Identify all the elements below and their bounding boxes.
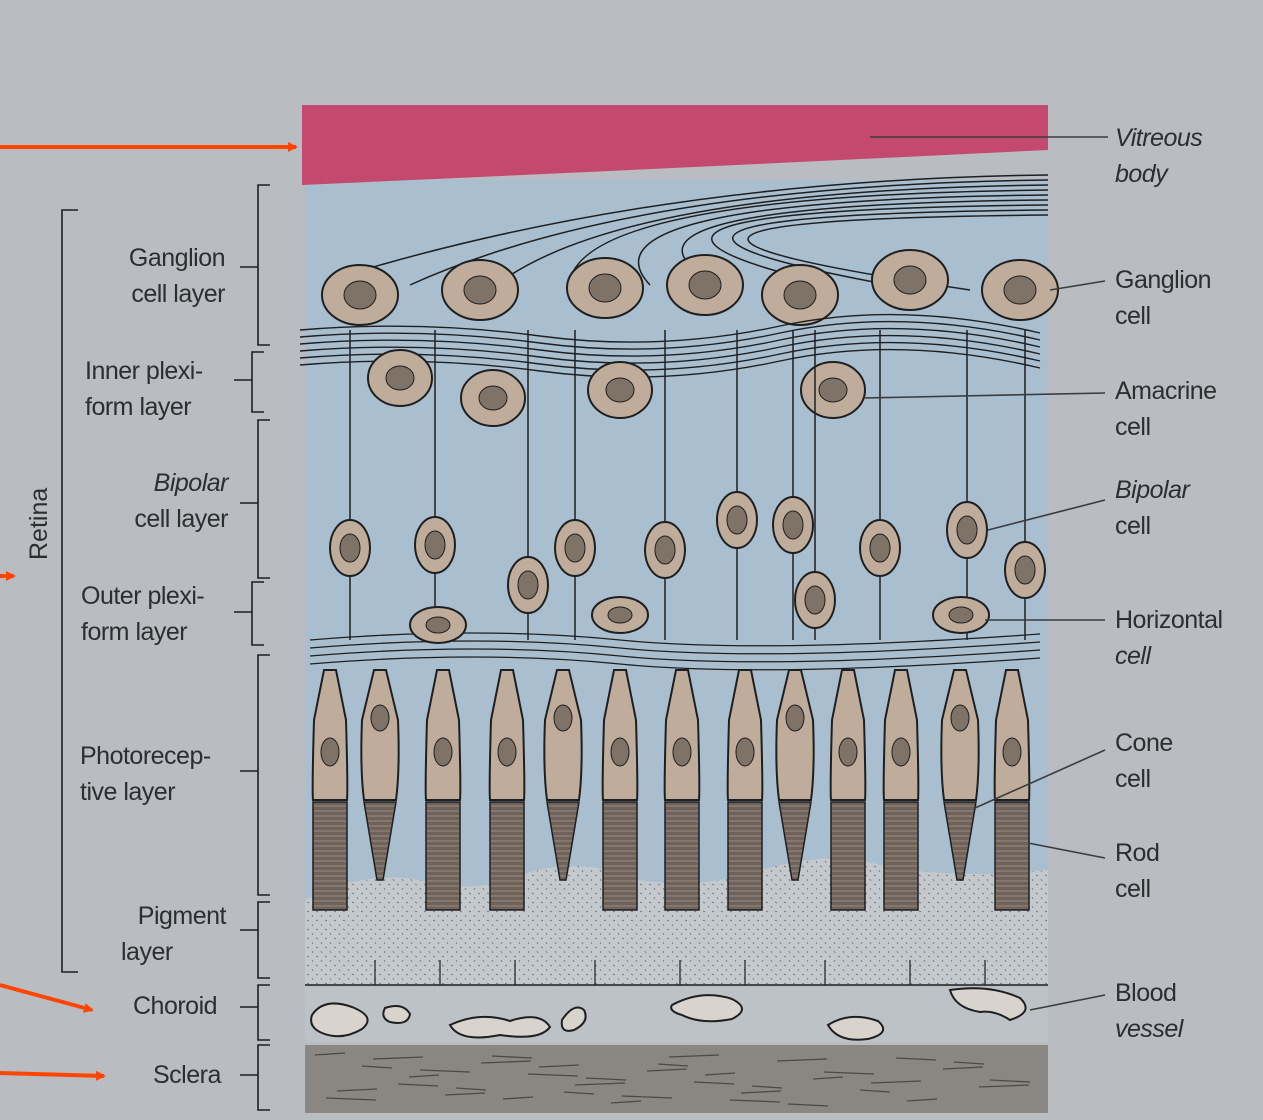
rod-outer-segment (426, 802, 460, 910)
bipolar-cell-nucleus (783, 511, 803, 539)
rod-cell-nucleus (611, 738, 629, 766)
sclera-arrow (0, 1073, 104, 1076)
blood-vessel-shape (383, 1006, 410, 1023)
photoreceptive-layer-bracket (258, 655, 270, 895)
rod-outer-segment (665, 802, 699, 910)
rod-cell-nucleus (892, 738, 910, 766)
bipolar-cell-nucleus (518, 571, 538, 599)
sclera-band (305, 1045, 1048, 1113)
outer-plexiform-bracket (252, 582, 264, 645)
ganglion-cell-nucleus (894, 266, 926, 294)
rod-outer-segment (728, 802, 762, 910)
ganglion-cell-nucleus (1004, 276, 1036, 304)
rod-cell-nucleus (498, 738, 516, 766)
outer-plexiform-layer-label: Outer plexi- form layer (81, 578, 204, 650)
bipolar-cell-nucleus (425, 531, 445, 559)
rod-outer-segment (884, 802, 918, 910)
cone-cell-nucleus (786, 705, 804, 731)
bipolar-layer-label: Bipolar cell layer (80, 465, 228, 537)
cone-cell-nucleus (371, 705, 389, 731)
bipolar-cell-nucleus (727, 506, 747, 534)
inner-plexiform-bracket (252, 352, 264, 412)
sclera-bracket (258, 1045, 270, 1110)
rod-outer-segment (490, 802, 524, 910)
cone-cell-nucleus (554, 705, 572, 731)
sclera-label: Sclera (153, 1057, 221, 1093)
choroid-arrow (0, 985, 92, 1010)
pigment-layer-bracket (258, 902, 270, 978)
bipolar-cell-nucleus (870, 534, 890, 562)
ganglion-layer-bracket (258, 185, 270, 345)
rod-cell-nucleus (736, 738, 754, 766)
bipolar-cell-nucleus (655, 536, 675, 564)
ganglion-cell-nucleus (344, 281, 376, 309)
rod-cell-label: Rod cell (1115, 835, 1159, 907)
bipolar-cell-nucleus (957, 516, 977, 544)
retina-label: Retina (21, 500, 57, 560)
bipolar-cell-nucleus (340, 534, 360, 562)
blood-vessel-label: Blood vessel (1115, 975, 1183, 1047)
amacrine-cell-nucleus (819, 378, 847, 402)
ganglion-layer-label: Ganglion cell layer (80, 240, 225, 312)
rod-outer-segment (831, 802, 865, 910)
vitreous-body-band (302, 105, 1048, 185)
ganglion-cell-label: Ganglion cell (1115, 262, 1211, 334)
bipolar-cell-label: Bipolar cell (1115, 472, 1189, 544)
horizontal-cell-nucleus (608, 607, 632, 623)
rod-cell-nucleus (673, 738, 691, 766)
amacrine-cell-nucleus (606, 378, 634, 402)
bipolar-cell-nucleus (1015, 556, 1035, 584)
pigment-layer-label: Pigment layer (95, 898, 226, 970)
amacrine-cell-nucleus (386, 366, 414, 390)
horizontal-cell-nucleus (426, 617, 450, 633)
rod-outer-segment (603, 802, 637, 910)
choroid-label: Choroid (133, 988, 217, 1024)
horizontal-cell-nucleus (949, 607, 973, 623)
amacrine-cell-label: Amacrine cell (1115, 373, 1217, 445)
photoreceptive-layer-label: Photorecep- tive layer (80, 738, 211, 810)
rod-cell-nucleus (1003, 738, 1021, 766)
bipolar-cell-nucleus (805, 586, 825, 614)
horizontal-cell-label: Horizontal cell (1115, 602, 1223, 674)
choroid-band (305, 987, 1048, 1042)
rod-cell-nucleus (839, 738, 857, 766)
blood-vessel-shape (450, 1017, 550, 1038)
amacrine-cell-nucleus (479, 386, 507, 410)
inner-plexiform-layer-label: Inner plexi- form layer (85, 353, 203, 425)
ganglion-cell-nucleus (689, 271, 721, 299)
ganglion-cell-nucleus (589, 274, 621, 302)
rod-cell-nucleus (321, 738, 339, 766)
rod-outer-segment (313, 802, 347, 910)
cone-cell-label: Cone cell (1115, 725, 1173, 797)
cone-cell-nucleus (951, 705, 969, 731)
bipolar-cell-nucleus (565, 534, 585, 562)
bipolar-layer-bracket (258, 420, 270, 578)
retina-bracket (62, 210, 78, 972)
choroid-bracket (258, 985, 270, 1040)
rod-outer-segment (995, 802, 1029, 910)
ganglion-cell-nucleus (464, 276, 496, 304)
rod-cell-nucleus (434, 738, 452, 766)
vitreous-body-label: Vitreous body (1115, 120, 1202, 192)
ganglion-cell-nucleus (784, 281, 816, 309)
